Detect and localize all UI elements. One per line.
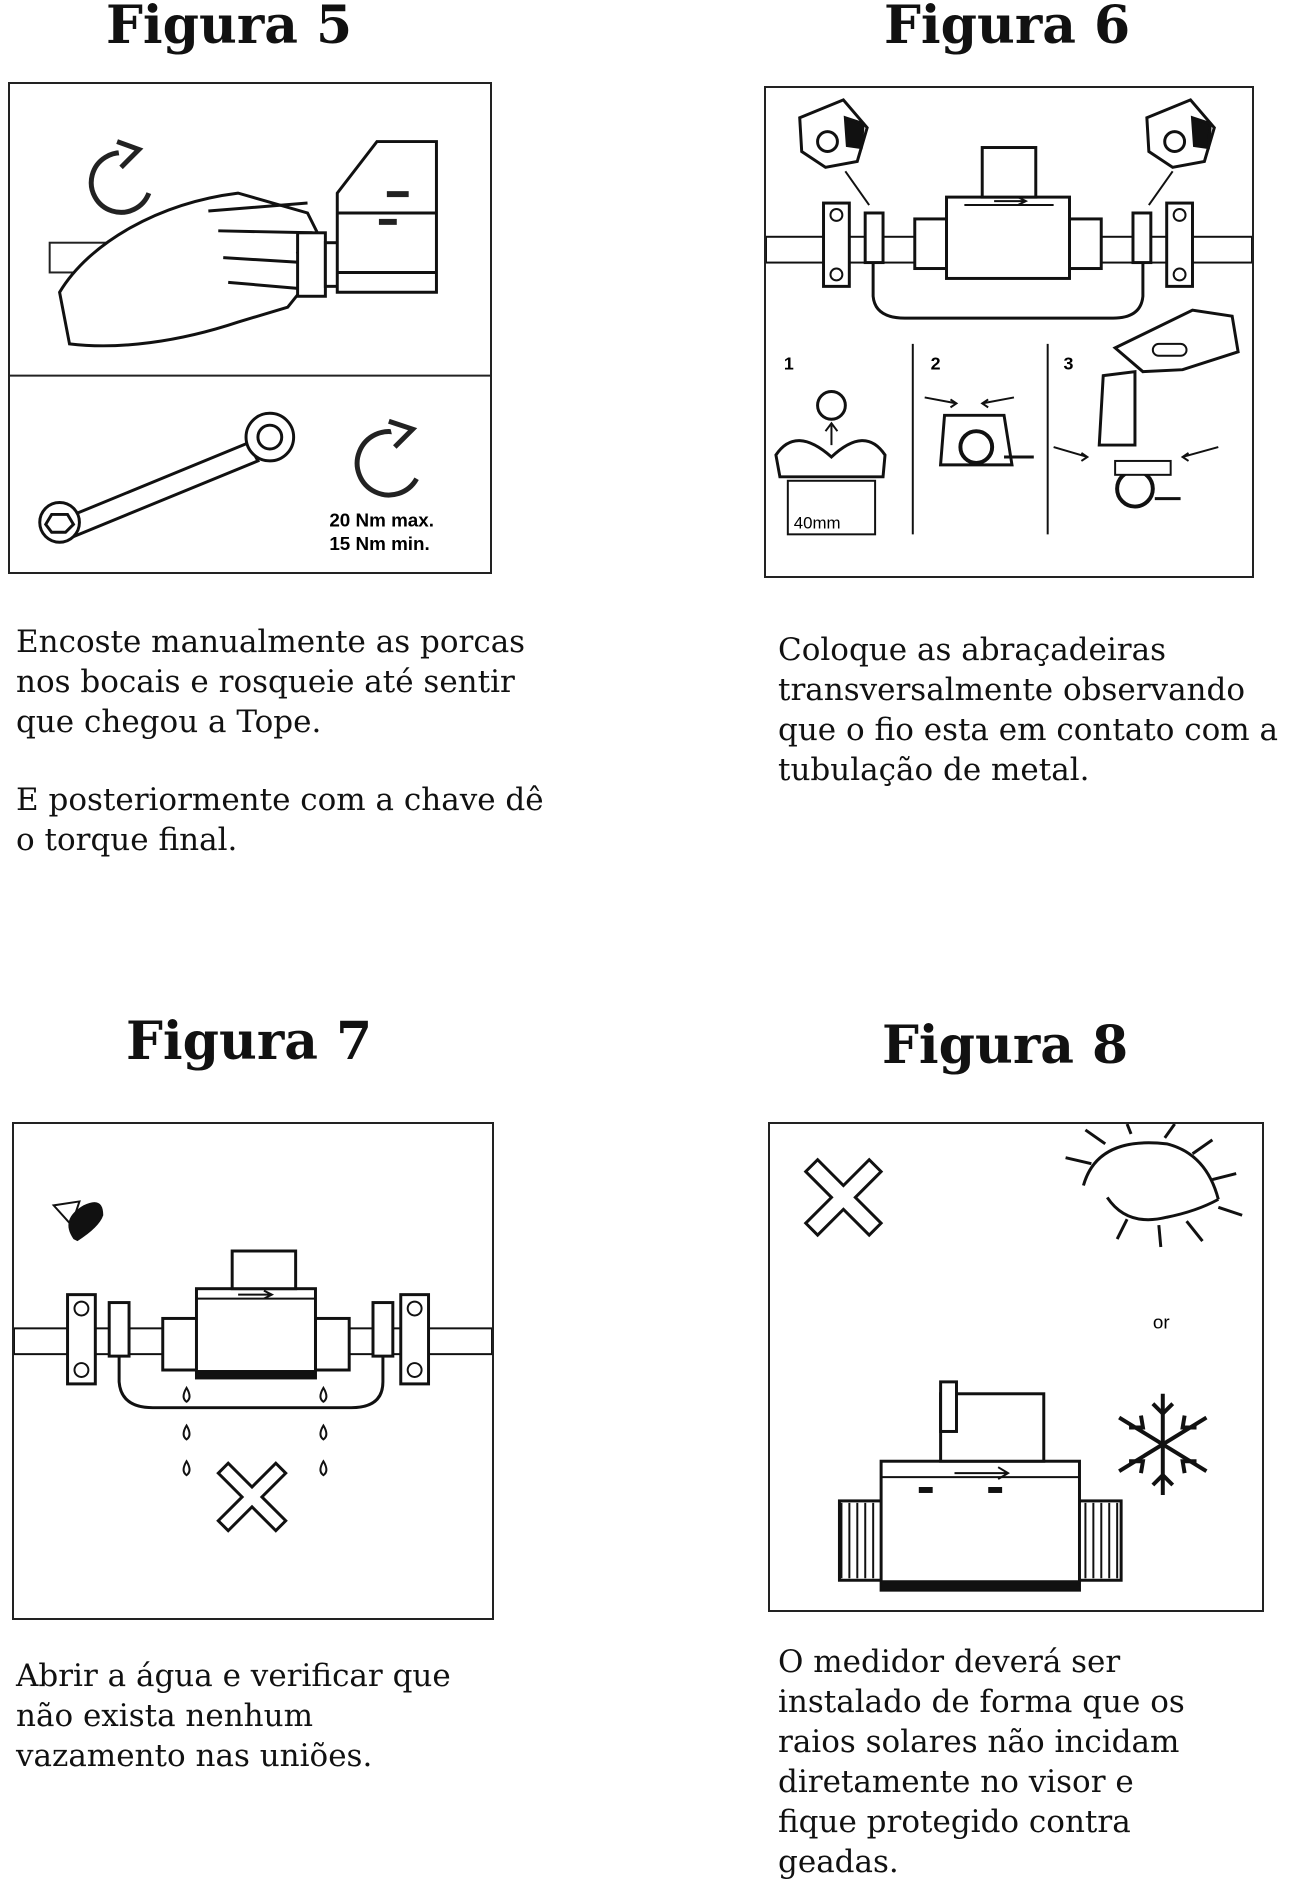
rotate-arrow-2-icon (354, 418, 419, 498)
or-label: or (1153, 1311, 1170, 1332)
figure-5-illustration: 20 Nm max. 15 Nm min. (8, 82, 492, 574)
figure-5-caption-1: Encoste manualmente as porcas nos bocais… (16, 624, 526, 740)
step-2-label: 2 (931, 354, 941, 374)
figure-7-title: Figura 7 (126, 1011, 373, 1072)
figure-7-caption: Abrir a água e verificar que não exista … (16, 1656, 456, 1776)
measure-label: 40mm (794, 513, 841, 532)
water-drops-icon (182, 1385, 328, 1477)
figure-7-illustration (12, 1122, 494, 1620)
figure-7-drawing (14, 1200, 492, 1533)
figure-8-title: Figura 8 (882, 1015, 1129, 1076)
figure-8-caption: O medidor deverá ser instalado de forma … (778, 1642, 1198, 1882)
figure-5-title: Figura 5 (106, 0, 353, 56)
figure-8-caption-text: O medidor deverá ser instalado de forma … (778, 1644, 1185, 1880)
hand-drawing (58, 191, 320, 348)
figure-5-drawing: 20 Nm max. 15 Nm min. (10, 139, 490, 554)
figure-6-illustration: 1 2 3 40mm (764, 86, 1254, 578)
step-3-label: 3 (1064, 354, 1074, 374)
figure-6-caption-text: Coloque as abraçadeiras transversalmente… (778, 632, 1279, 788)
figure-6-caption: Coloque as abraçadeiras transversalmente… (778, 630, 1290, 790)
cross-mark-icon (803, 1157, 884, 1238)
figure-5-caption: Encoste manualmente as porcas nos bocais… (16, 622, 556, 860)
figure-6-drawing: 1 2 3 40mm (766, 98, 1252, 536)
figure-7-caption-text: Abrir a água e verificar que não exista … (16, 1658, 451, 1774)
figure-6-title: Figura 6 (884, 0, 1131, 56)
torque-min-label: 15 Nm min. (329, 533, 429, 554)
figure-8-illustration: or (768, 1122, 1264, 1612)
rotate-arrow-icon (88, 139, 152, 215)
wrench-icon (38, 411, 296, 544)
torque-max-label: 20 Nm max. (329, 509, 434, 530)
figure-8-drawing: or (803, 1124, 1243, 1592)
sun-icon (1065, 1124, 1243, 1248)
cross-mark-icon (216, 1461, 288, 1533)
figure-5-caption-2: E posteriormente com a chave dê o torque… (16, 782, 544, 858)
step-1-label: 1 (784, 354, 794, 374)
clamp-left-icon (798, 98, 869, 169)
clamp-right-icon (1145, 98, 1216, 169)
snowflake-icon (1118, 1393, 1208, 1495)
